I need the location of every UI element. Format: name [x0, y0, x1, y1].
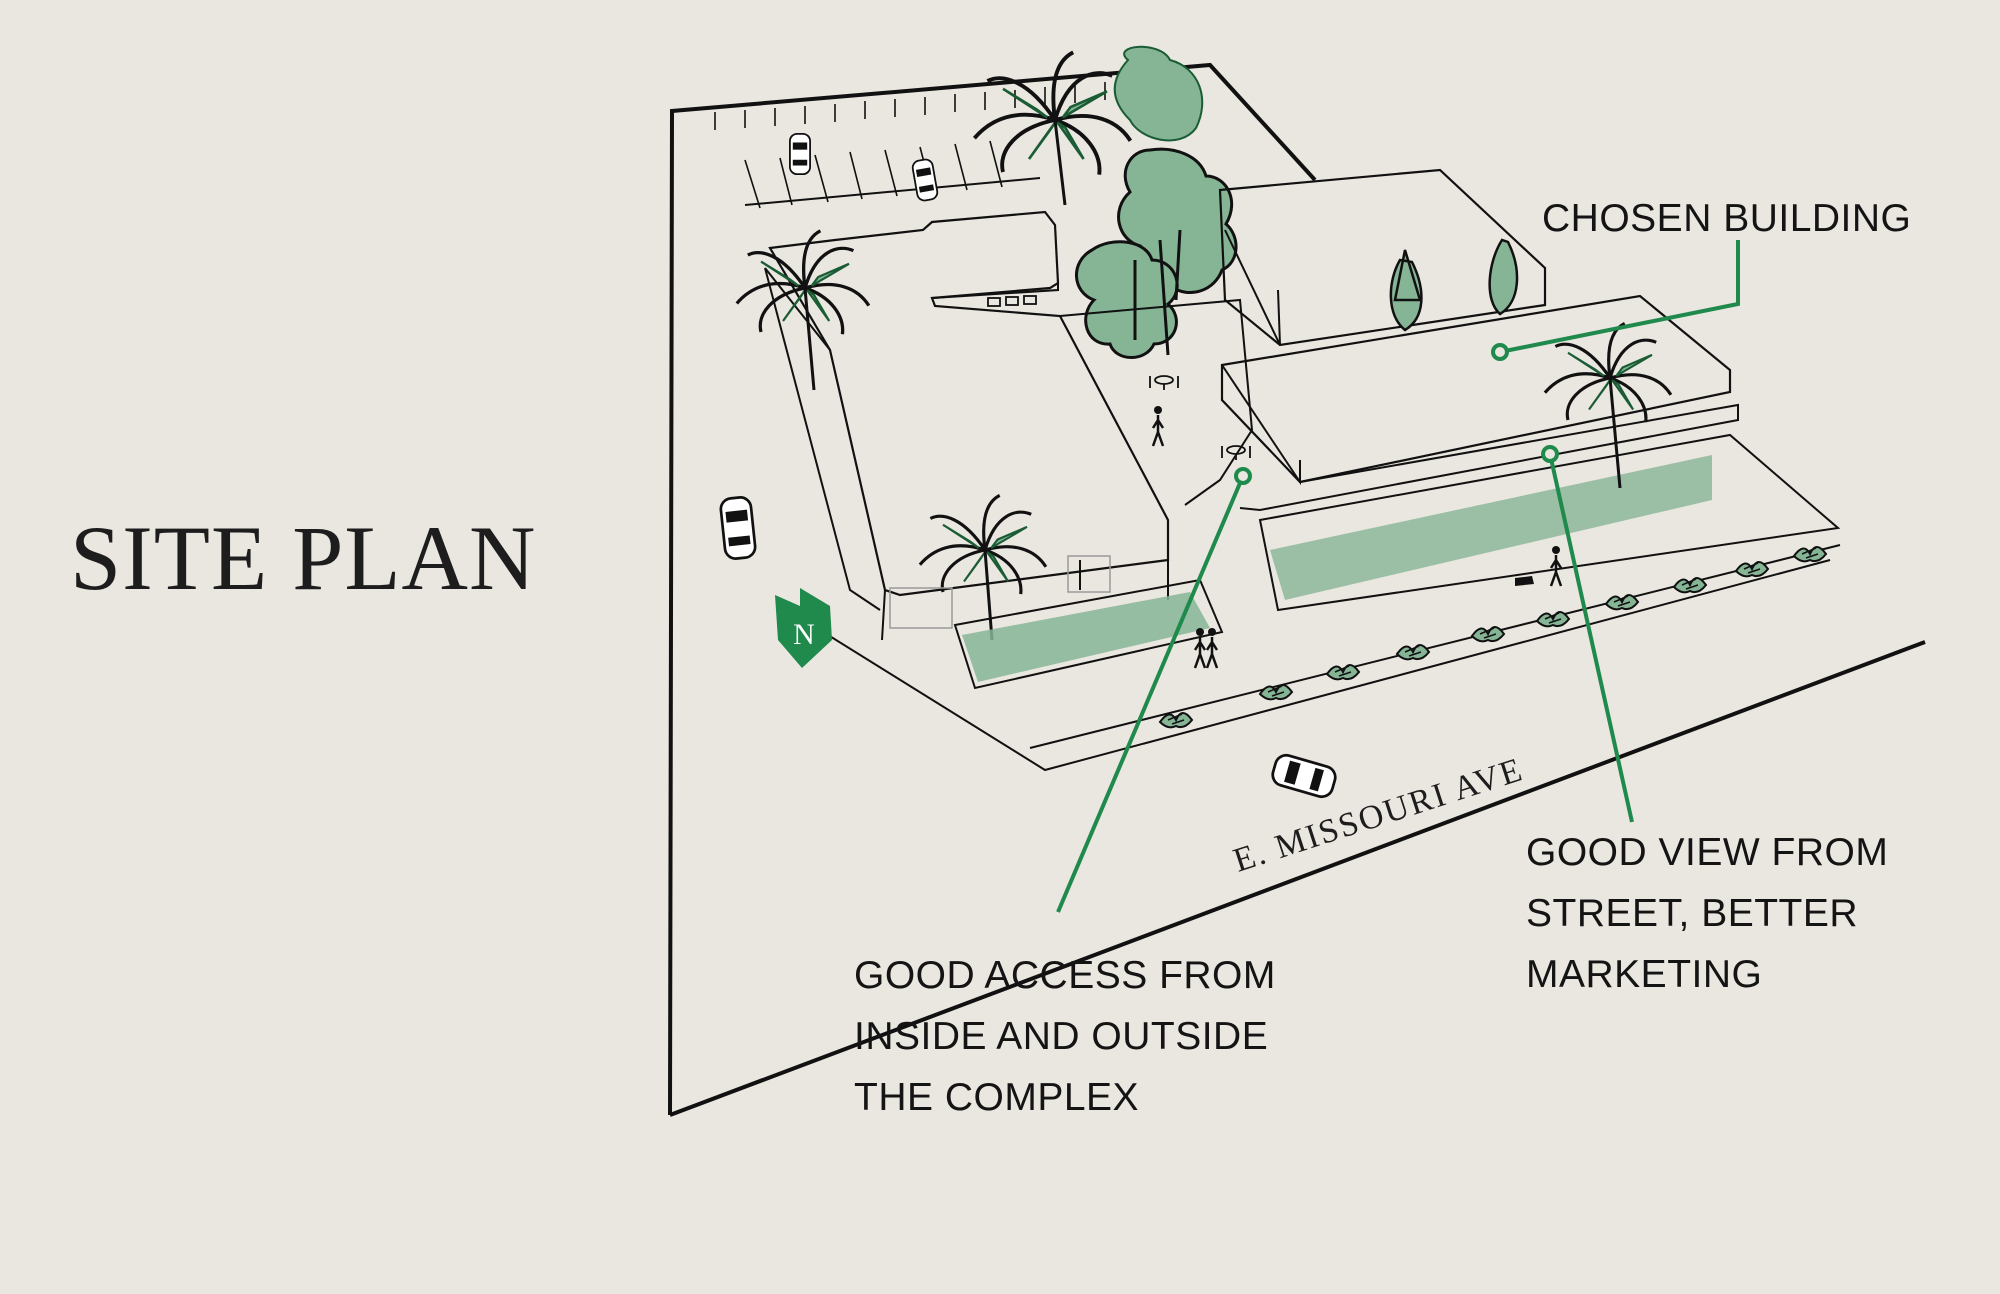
page-title: SITE PLAN: [70, 507, 537, 609]
callout-chosen-line: CHOSEN BUILDING: [1542, 197, 1912, 240]
leader-street-view: [1548, 453, 1634, 823]
callout-access-line: GOOD ACCESS FROM: [854, 954, 1276, 997]
leader-view-dot: [1541, 445, 1559, 463]
leader-access: [1056, 475, 1245, 913]
callout-street-view: GOOD VIEW FROM STREET, BETTER MARKETING: [1526, 822, 1888, 1005]
north-label: N: [793, 618, 815, 651]
leader-chosen-building: [1499, 240, 1740, 354]
callout-view-line: STREET, BETTER: [1526, 892, 1859, 935]
callout-access: GOOD ACCESS FROM INSIDE AND OUTSIDE THE …: [854, 945, 1276, 1128]
leader-chosen-dot: [1491, 343, 1509, 361]
callout-leaders: [1056, 240, 1740, 913]
callout-access-line: INSIDE AND OUTSIDE: [854, 1015, 1269, 1058]
leader-access-dot: [1234, 467, 1252, 485]
north-marker: N: [775, 588, 832, 668]
callout-chosen-building: CHOSEN BUILDING: [1542, 188, 1911, 249]
callout-view-line: MARKETING: [1526, 953, 1763, 996]
callout-view-line: GOOD VIEW FROM: [1526, 831, 1889, 874]
callout-access-line: THE COMPLEX: [854, 1076, 1140, 1119]
